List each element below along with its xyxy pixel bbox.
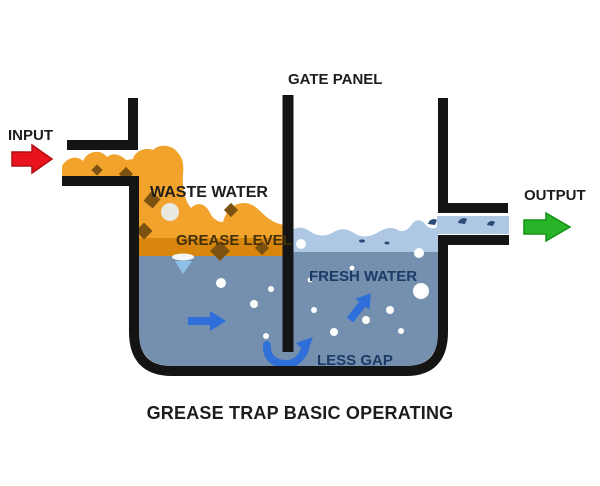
diagram-title: GREASE TRAP BASIC OPERATING <box>147 403 454 423</box>
tank-structure <box>62 98 509 376</box>
under-gate-flow-arrow-icon <box>262 341 309 369</box>
flow-arrows <box>188 293 371 369</box>
flow-arrow-right-icon <box>188 311 226 331</box>
tank-shell <box>62 176 509 376</box>
surface-wave-marks <box>359 218 495 245</box>
fresh-water-label: FRESH WATER <box>309 268 417 285</box>
flow-arrow-upright-icon <box>346 293 371 323</box>
waste-water-label: WASTE WATER <box>150 184 268 201</box>
grease-bubble <box>161 203 179 221</box>
inlet-pipe-top-wall <box>67 98 138 150</box>
output-arrow-icon <box>523 211 572 243</box>
fresh-water-bubbles <box>296 239 429 336</box>
under-gate-arrowhead <box>296 337 313 354</box>
input-arrow-icon <box>11 143 54 175</box>
grease-layer <box>62 145 288 256</box>
outlet-pipe-top-wall <box>438 98 508 213</box>
output-label: OUTPUT <box>524 187 586 204</box>
grease-level-label: GREASE LEVEL <box>176 232 292 249</box>
less-gap-label: LESS GAP <box>317 352 393 369</box>
fresh-water-surface <box>288 220 438 252</box>
settling-marker <box>172 253 194 274</box>
gate-panel-label: GATE PANEL <box>288 71 382 88</box>
input-label: INPUT <box>8 127 53 144</box>
waste-water-bubbles <box>216 278 274 339</box>
outlet-water <box>437 216 509 234</box>
grease-level-band <box>139 238 288 256</box>
